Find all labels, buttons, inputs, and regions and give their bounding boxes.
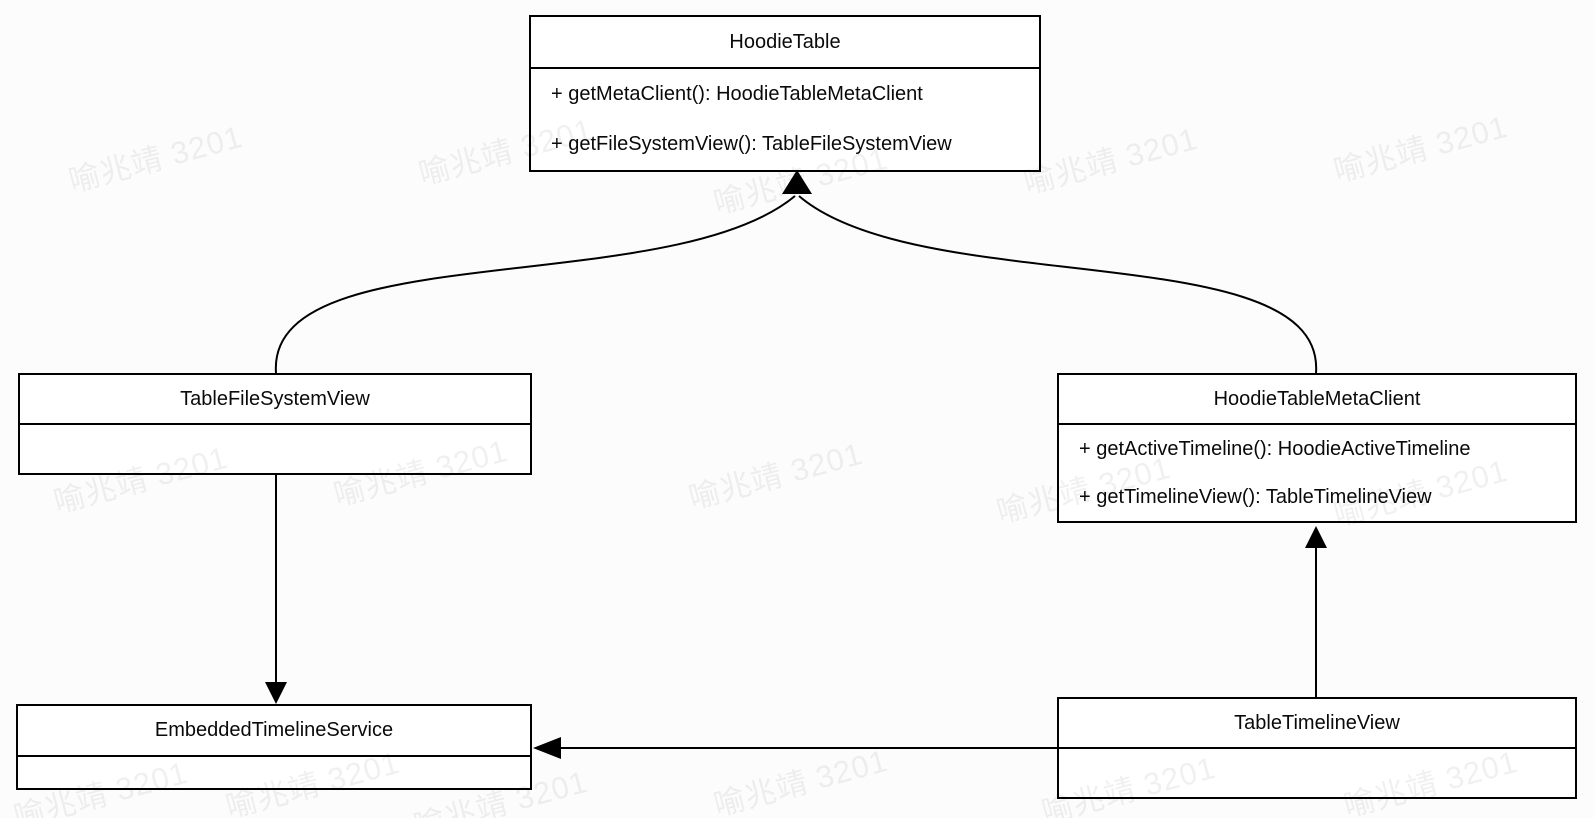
class-box-embeddedtimelineservice: EmbeddedTimelineService [16,704,532,790]
edge-hoodietablemetaclient-to-hoodietable [798,195,1318,374]
method-getactivetimeline: + getActiveTimeline(): HoodieActiveTimel… [1079,437,1471,460]
arrowhead-into-embeddedtimelineservice-top [265,682,287,704]
method-gettimelineview: + getTimelineView(): TableTimelineView [1079,485,1432,508]
class-box-tabletimelineview: TableTimelineView [1057,697,1577,799]
method-getfilesystemview: + getFileSystemView(): TableFileSystemVi… [551,133,952,156]
class-methods-hoodietable: + getMetaClient(): HoodieTableMetaClient… [531,69,1039,170]
class-methods-tablefilesystemview [20,425,530,473]
arrowhead-into-hoodietablemetaclient [1305,526,1327,548]
class-name-tablefilesystemview: TableFileSystemView [20,375,530,425]
class-box-tablefilesystemview: TableFileSystemView [18,373,532,475]
class-name-embeddedtimelineservice: EmbeddedTimelineService [18,706,530,757]
arrowhead-into-embeddedtimelineservice-right [533,737,561,759]
class-box-hoodietablemetaclient: HoodieTableMetaClient + getActiveTimelin… [1057,373,1577,523]
method-getmetaclient: + getMetaClient(): HoodieTableMetaClient [551,82,923,105]
class-name-tabletimelineview: TableTimelineView [1059,699,1575,749]
arrowhead-into-hoodietable [782,170,812,194]
edge-tablefilesystemview-to-hoodietable [274,195,796,374]
class-name-hoodietable: HoodieTable [531,17,1039,69]
class-methods-tabletimelineview [1059,749,1575,797]
class-name-hoodietablemetaclient: HoodieTableMetaClient [1059,375,1575,425]
class-methods-hoodietablemetaclient: + getActiveTimeline(): HoodieActiveTimel… [1059,425,1575,521]
class-methods-embeddedtimelineservice [18,757,530,788]
class-box-hoodietable: HoodieTable + getMetaClient(): HoodieTab… [529,15,1041,172]
